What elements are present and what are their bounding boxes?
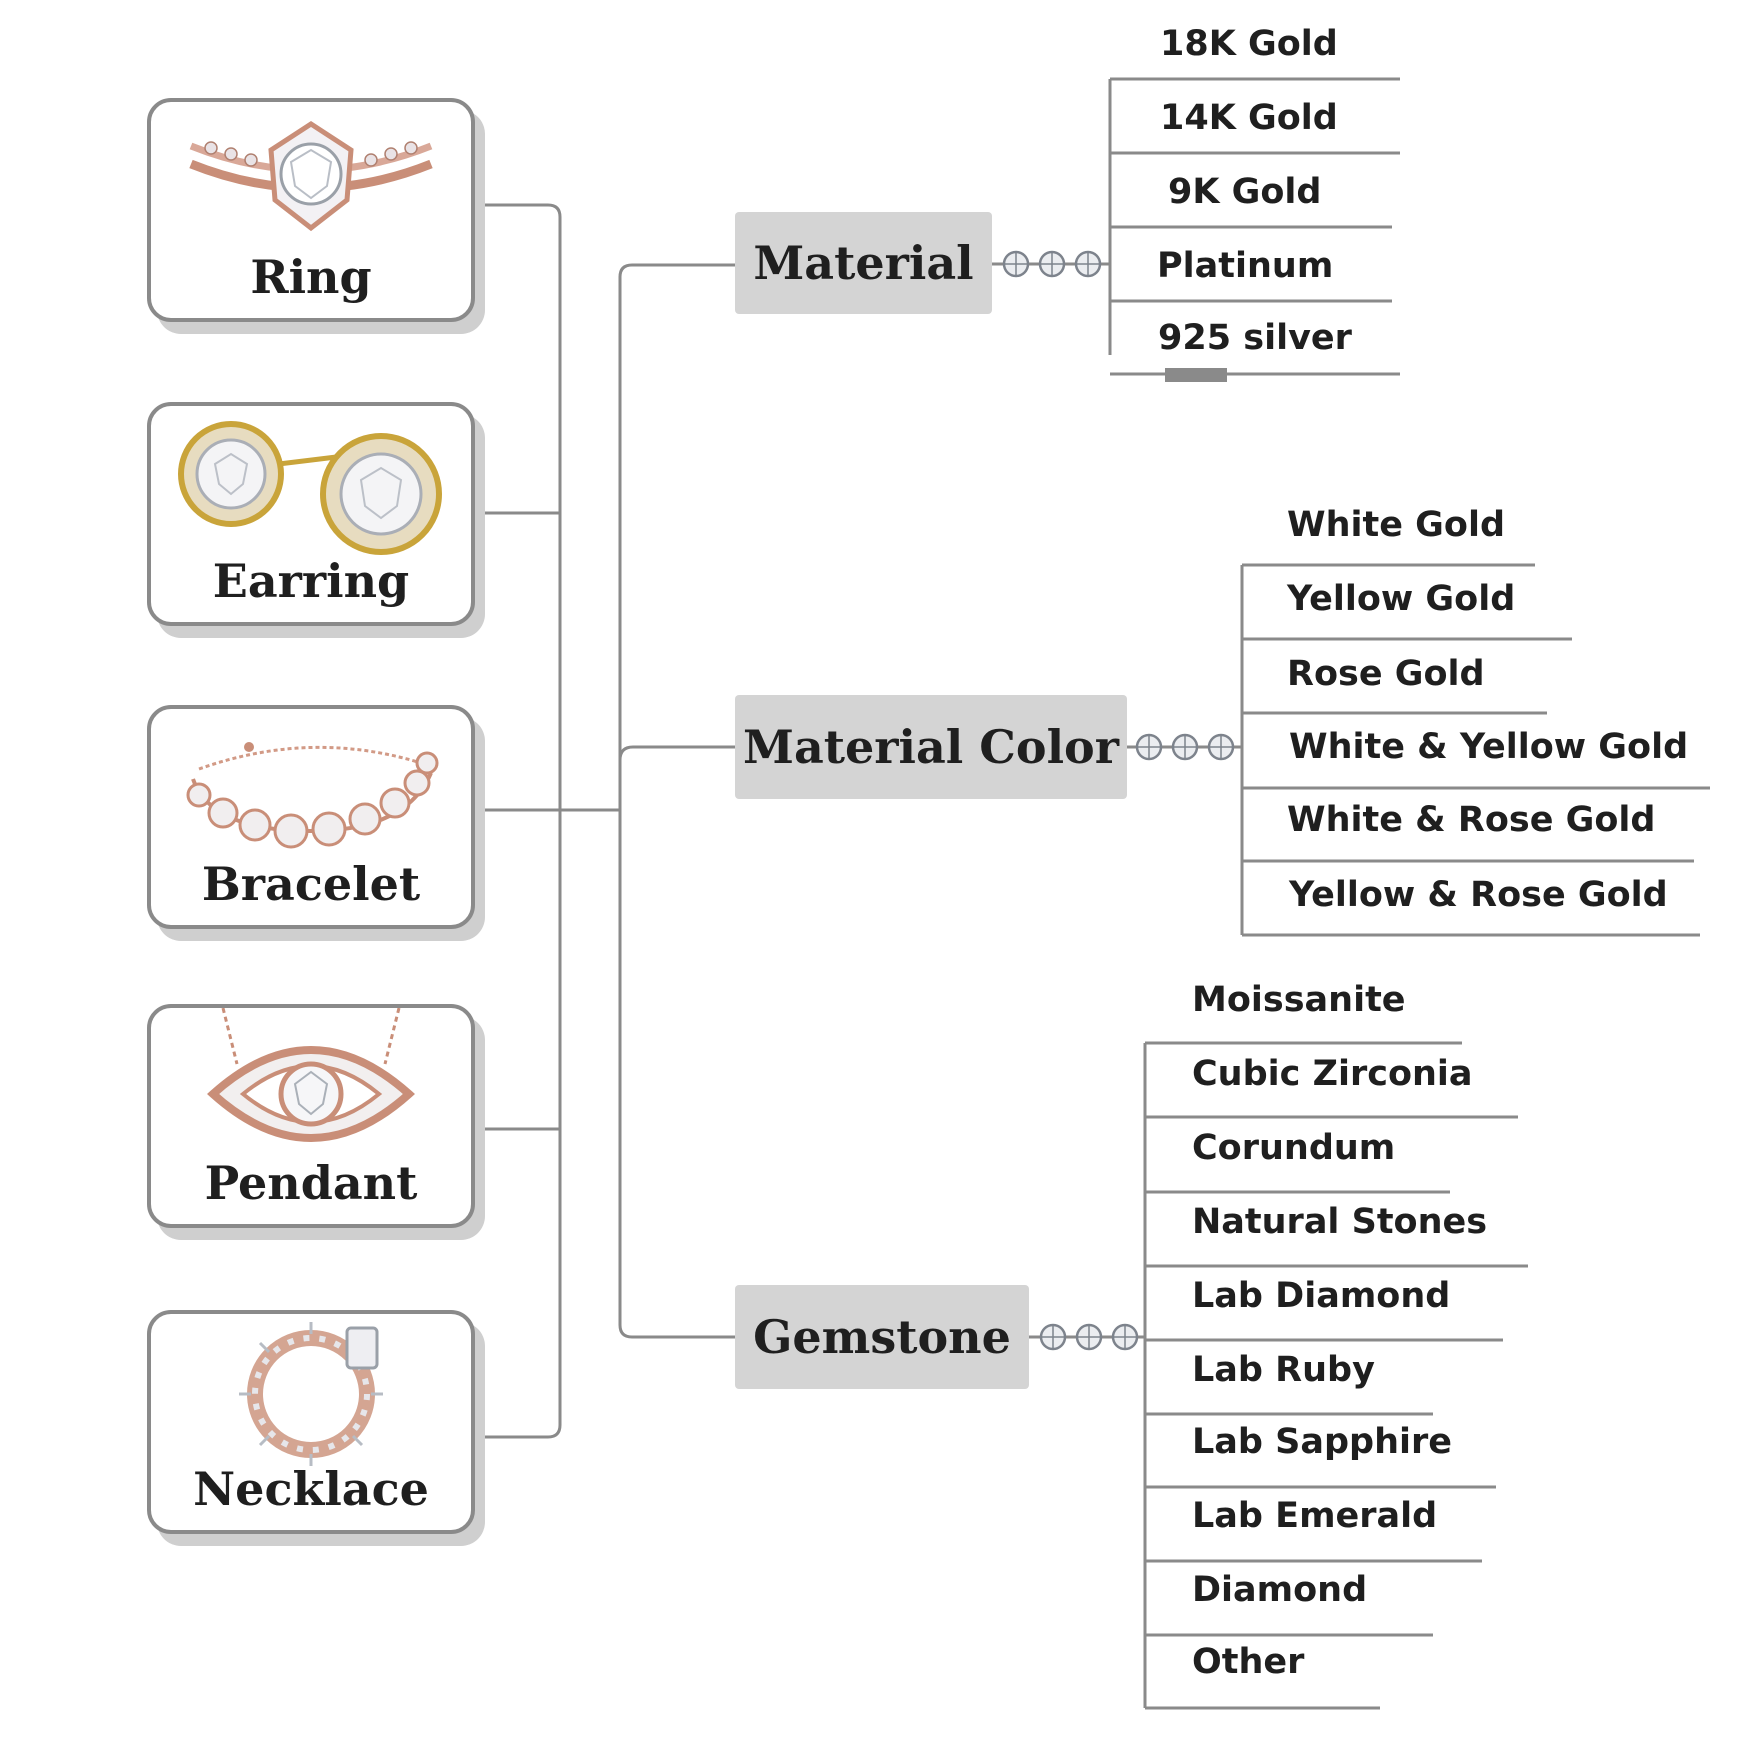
option-moissanite[interactable]: Moissanite xyxy=(1192,980,1406,1020)
category-label: Material xyxy=(753,236,974,290)
option-lab-emerald[interactable]: Lab Emerald xyxy=(1192,1496,1438,1536)
option-14k-gold[interactable]: 14K Gold xyxy=(1160,98,1338,138)
pendant-icon xyxy=(207,1008,415,1142)
option-white-yellow-gold[interactable]: White & Yellow Gold xyxy=(1289,727,1689,767)
option-18k-gold[interactable]: 18K Gold xyxy=(1160,24,1338,64)
option-corundum[interactable]: Corundum xyxy=(1192,1128,1396,1168)
option-platinum[interactable]: Platinum xyxy=(1157,246,1334,286)
category-label: Material Color xyxy=(743,720,1119,774)
card-earring[interactable]: Earring xyxy=(147,402,475,626)
option-other[interactable]: Other xyxy=(1192,1642,1305,1682)
option-yellow-gold[interactable]: Yellow Gold xyxy=(1287,579,1516,619)
card-label: Ring xyxy=(250,250,372,304)
bracelet-icon xyxy=(186,742,439,849)
diamond-connector-icon xyxy=(1127,733,1242,761)
card-bracelet[interactable]: Bracelet xyxy=(147,705,475,929)
card-pendant[interactable]: Pendant xyxy=(147,1004,475,1228)
option-diamond[interactable]: Diamond xyxy=(1192,1570,1368,1610)
card-label: Bracelet xyxy=(201,857,421,911)
category-gemstone[interactable]: Gemstone xyxy=(735,1285,1029,1389)
option-lab-sapphire[interactable]: Lab Sapphire xyxy=(1192,1422,1453,1462)
option-white-gold[interactable]: White Gold xyxy=(1287,505,1505,545)
diamond-connector-icon xyxy=(992,250,1110,278)
earring-icon xyxy=(178,421,442,555)
card-label: Earring xyxy=(212,554,410,608)
option-lab-ruby[interactable]: Lab Ruby xyxy=(1192,1350,1375,1390)
necklace-icon xyxy=(239,1322,383,1466)
card-necklace[interactable]: Necklace xyxy=(147,1310,475,1534)
card-ring[interactable]: Ring xyxy=(147,98,475,322)
option-rose-gold[interactable]: Rose Gold xyxy=(1287,654,1485,694)
category-material[interactable]: Material xyxy=(735,212,992,314)
option-925-silver[interactable]: 925 silver xyxy=(1158,318,1352,358)
category-label: Gemstone xyxy=(753,1310,1011,1364)
option-yellow-rose-gold[interactable]: Yellow & Rose Gold xyxy=(1289,875,1668,915)
card-label: Pendant xyxy=(204,1156,418,1210)
option-lab-diamond[interactable]: Lab Diamond xyxy=(1192,1276,1451,1316)
card-label: Necklace xyxy=(193,1462,429,1516)
diamond-connector-icon xyxy=(1029,1323,1145,1351)
ring-icon xyxy=(189,121,433,232)
option-9k-gold[interactable]: 9K Gold xyxy=(1168,172,1322,212)
option-white-rose-gold[interactable]: White & Rose Gold xyxy=(1287,800,1656,840)
category-material-color[interactable]: Material Color xyxy=(735,695,1127,799)
option-natural-stones[interactable]: Natural Stones xyxy=(1192,1202,1488,1242)
option-cubic-zirconia[interactable]: Cubic Zirconia xyxy=(1192,1054,1473,1094)
